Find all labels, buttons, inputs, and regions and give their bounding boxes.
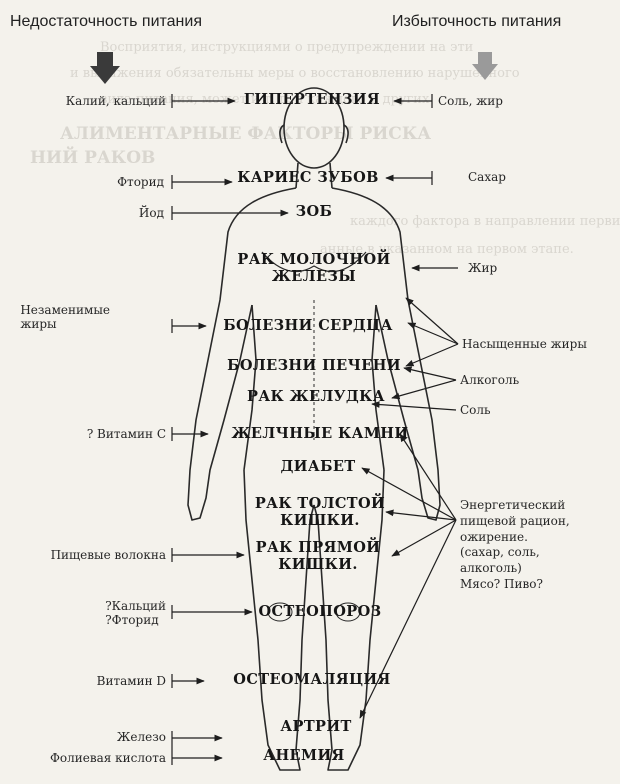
factor-fluoride: Фторид xyxy=(117,176,164,190)
condition-hypertension: ГИПЕРТЕНЗИЯ xyxy=(244,92,380,109)
factor-dietary-fiber: Пищевые волокна xyxy=(51,549,166,563)
connector-energy-rectal xyxy=(392,520,456,556)
condition-breast-cancer: РАК МОЛОЧНОЙ ЖЕЛЕЗЫ xyxy=(237,252,390,285)
connector-energy-gallstones xyxy=(400,434,456,520)
condition-osteoporosis: ОСТЕОПОРОЗ xyxy=(259,604,382,621)
connector-alcohol-liver xyxy=(404,368,456,380)
right-header-arrow-head xyxy=(472,64,498,80)
factor-salt: Соль xyxy=(460,404,491,418)
factor-iodine: Йод xyxy=(139,207,164,221)
condition-liver-disease: БОЛЕЗНИ ПЕЧЕНИ xyxy=(227,358,401,375)
factor-iron: Железо xyxy=(117,731,166,745)
factor-potassium-calcium: Калий, кальций xyxy=(66,95,166,109)
deficiency-header: Недостаточность питания xyxy=(10,13,202,31)
factor-calcium-fluoride: ?Кальций ?Фторид xyxy=(105,600,166,628)
left-header-arrow-shaft xyxy=(97,52,113,66)
condition-osteomalacia: ОСТЕОМАЛЯЦИЯ xyxy=(233,672,390,689)
condition-rectal-cancer: РАК ПРЯМОЙ КИШКИ. xyxy=(256,540,381,573)
left-header-arrow-head xyxy=(90,66,120,84)
condition-goiter: ЗОБ xyxy=(296,204,333,221)
factor-sugar: Сахар xyxy=(468,171,506,185)
connector-satfat-liver xyxy=(406,344,458,366)
header-arrows xyxy=(90,52,498,84)
factor-essential-fats: Незаменимые жиры xyxy=(20,304,110,332)
factor-alcohol: Алкоголь xyxy=(460,374,519,388)
factor-salt-fat: Соль, жир xyxy=(438,95,503,109)
condition-heart-disease: БОЛЕЗНИ СЕРДЦА xyxy=(223,318,393,335)
excess-connectors xyxy=(360,94,458,718)
right-header-arrow-shaft xyxy=(478,52,492,64)
factor-vitamin-d: Витамин D xyxy=(97,675,166,689)
excess-header: Избыточность питания xyxy=(392,13,561,31)
factor-vitamin-c: ? Витамин С xyxy=(87,428,166,442)
condition-anemia: АНЕМИЯ xyxy=(263,748,345,765)
connector-satfat-breast xyxy=(406,298,458,344)
condition-caries: КАРИЕС ЗУБОВ xyxy=(237,170,379,187)
connector-energy-colon xyxy=(386,512,456,520)
factor-energy-diet: Энергетический пищевой рацион, ожирение.… xyxy=(460,498,570,593)
factor-fat: Жир xyxy=(468,262,497,276)
condition-colon-cancer: РАК ТОЛСТОЙ КИШКИ. xyxy=(255,496,385,529)
factor-folic-acid: Фолиевая кислота xyxy=(50,752,166,766)
condition-gallstones: ЖЕЛЧНЫЕ КАМНИ xyxy=(231,426,408,443)
condition-diabetes: ДИАБЕТ xyxy=(280,459,355,476)
factor-saturated-fats: Насыщенные жиры xyxy=(462,338,587,352)
condition-arthritis: АРТРИТ xyxy=(280,719,351,736)
condition-stomach-cancer: РАК ЖЕЛУДКА xyxy=(247,389,385,406)
